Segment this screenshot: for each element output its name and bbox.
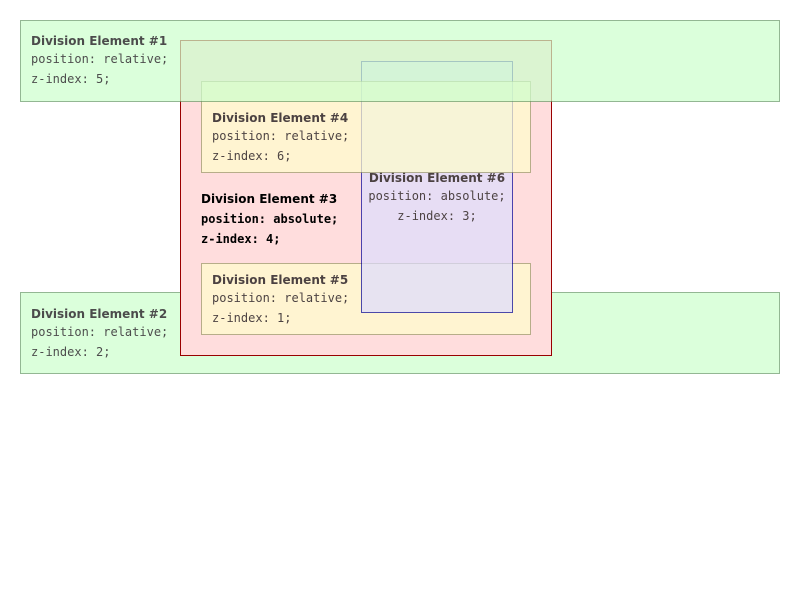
division-element-2-title: Division Element #2 bbox=[31, 307, 168, 321]
division-element-4-zindex: z-index: 6; bbox=[212, 149, 292, 163]
division-element-3-label: Division Element #3 position: absolute; … bbox=[201, 189, 338, 249]
division-element-3-title: Division Element #3 bbox=[201, 192, 338, 206]
division-element-6-zindex: z-index: 3; bbox=[397, 209, 477, 223]
division-element-4-position: position: relative; bbox=[212, 129, 350, 143]
division-element-6-position: position: absolute; bbox=[368, 189, 506, 203]
division-element-5-position: position: relative; bbox=[212, 291, 350, 305]
division-element-3-position: position: absolute; bbox=[201, 212, 339, 226]
division-element-1-title: Division Element #1 bbox=[31, 34, 168, 48]
division-element-5-title: Division Element #5 bbox=[212, 273, 349, 287]
division-element-1: Division Element #1 position: relative; … bbox=[20, 20, 780, 102]
division-element-6-title: Division Element #6 bbox=[368, 171, 506, 185]
division-element-2-position: position: relative; bbox=[31, 325, 169, 339]
division-element-3-zindex: z-index: 4; bbox=[201, 232, 281, 246]
division-element-1-zindex: z-index: 5; bbox=[31, 72, 111, 86]
division-element-4-title: Division Element #4 bbox=[212, 111, 349, 125]
division-element-5-zindex: z-index: 1; bbox=[212, 311, 292, 325]
division-element-1-position: position: relative; bbox=[31, 52, 169, 66]
division-element-2-zindex: z-index: 2; bbox=[31, 345, 111, 359]
